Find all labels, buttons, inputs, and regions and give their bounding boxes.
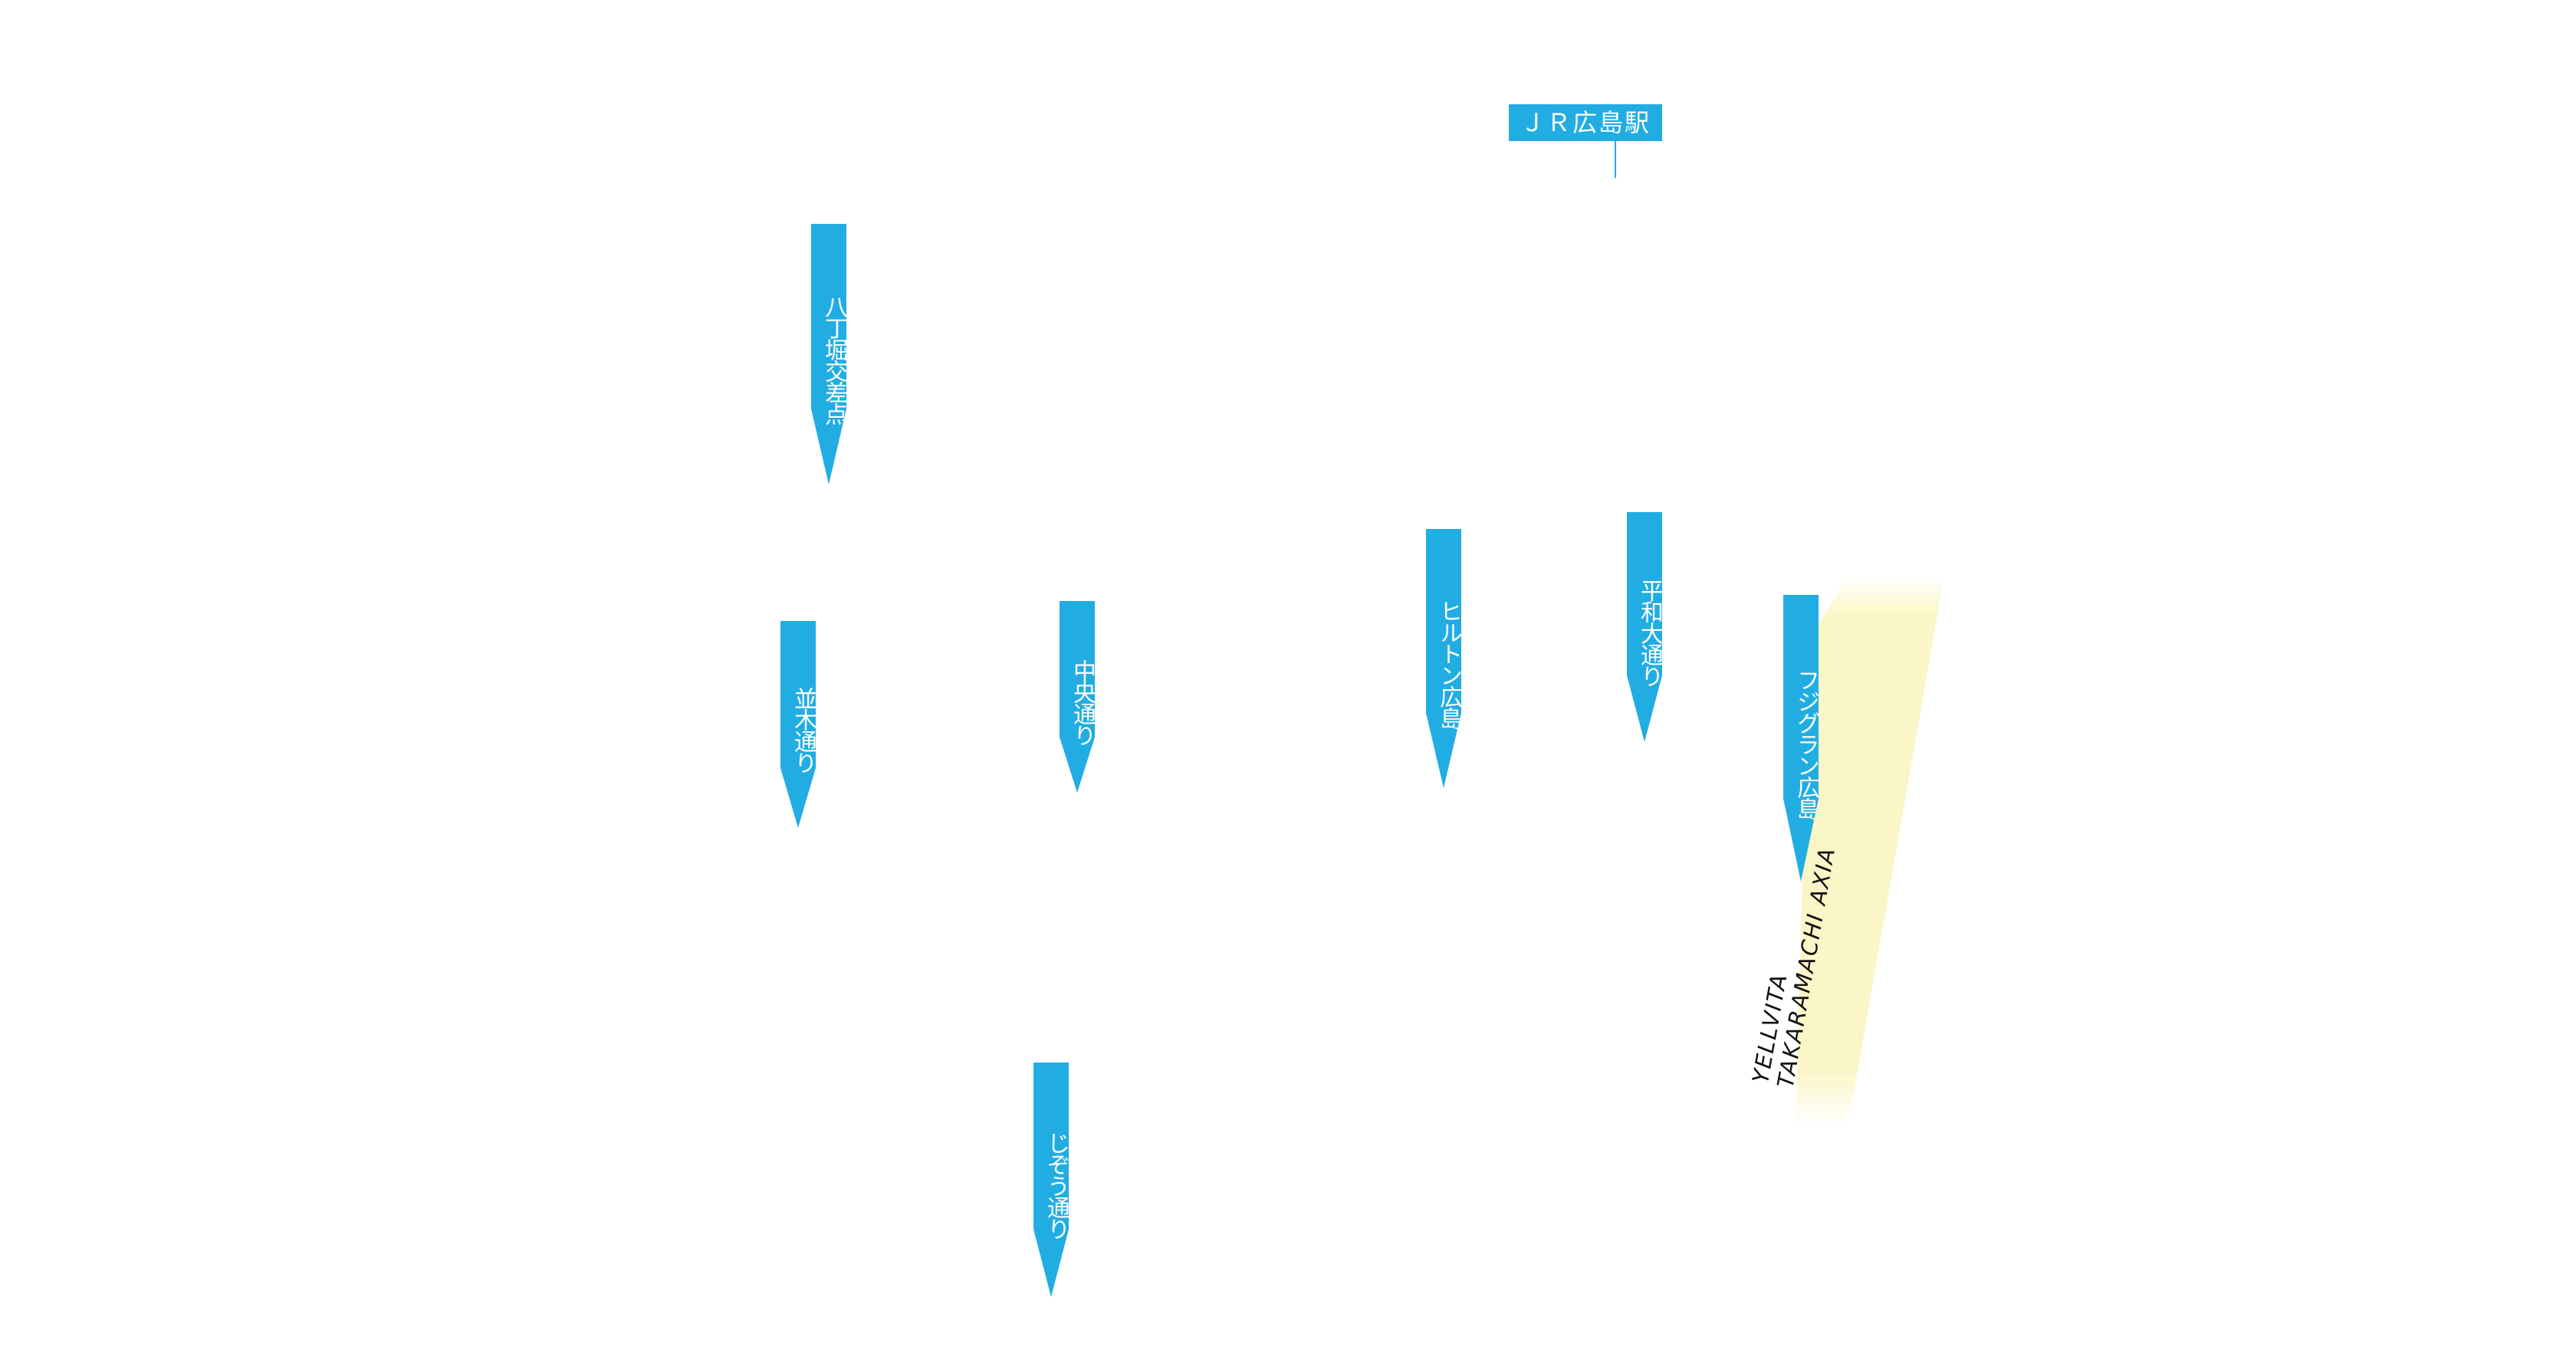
station-marker-line xyxy=(1615,141,1616,178)
pin-heiwa-odori[interactable]: 平和大通り xyxy=(1627,512,1662,742)
pin-hilton-hiroshima[interactable]: ヒルトン広島 xyxy=(1426,529,1461,788)
pin-jizo-dori[interactable]: じぞう通り xyxy=(1033,1063,1069,1297)
pin-namiki-dori[interactable]: 並木通り xyxy=(780,621,816,828)
pin-chuo-dori[interactable]: 中央通り xyxy=(1060,601,1095,793)
station-label-jr-hiroshima[interactable]: ＪＲ広島駅 xyxy=(1509,104,1662,141)
pin-hatchobori-intersection[interactable]: 八丁堀交差点 xyxy=(811,224,846,484)
